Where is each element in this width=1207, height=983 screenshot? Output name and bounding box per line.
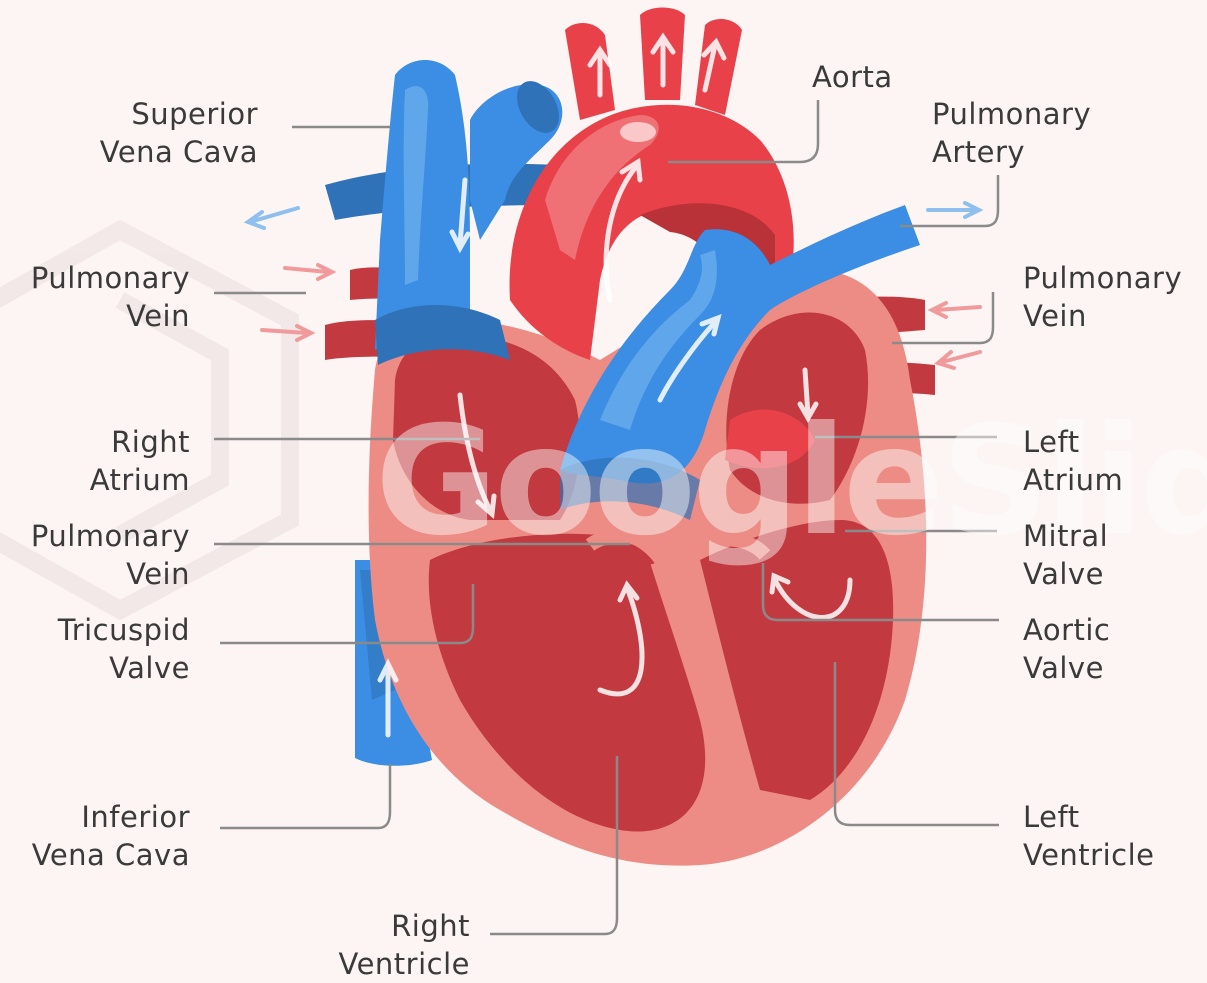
- label-left-ventricle: Left Ventricle: [1023, 798, 1155, 874]
- label-pulmonary-artery: Pulmonary Artery: [932, 95, 1091, 171]
- label-mitral-valve: Mitral Valve: [1023, 517, 1108, 593]
- label-pulmonary-vein-left: Pulmonary Vein: [31, 259, 190, 335]
- label-right-ventricle: Right Ventricle: [338, 907, 470, 983]
- label-aorta: Aorta: [812, 58, 893, 96]
- label-pulmonary-vein-right: Pulmonary Vein: [1023, 259, 1182, 335]
- label-right-atrium: Right Atrium: [90, 423, 190, 499]
- label-tricuspid-valve: Tricuspid Valve: [58, 611, 190, 687]
- label-superior-vena-cava: Superior Vena Cava: [100, 95, 258, 171]
- label-aortic-valve: Aortic Valve: [1023, 611, 1110, 687]
- label-left-atrium: Left Atrium: [1023, 423, 1123, 499]
- label-pulmonary-vein-lower: Pulmonary Vein: [31, 517, 190, 593]
- label-inferior-vena-cava: Inferior Vena Cava: [32, 798, 190, 874]
